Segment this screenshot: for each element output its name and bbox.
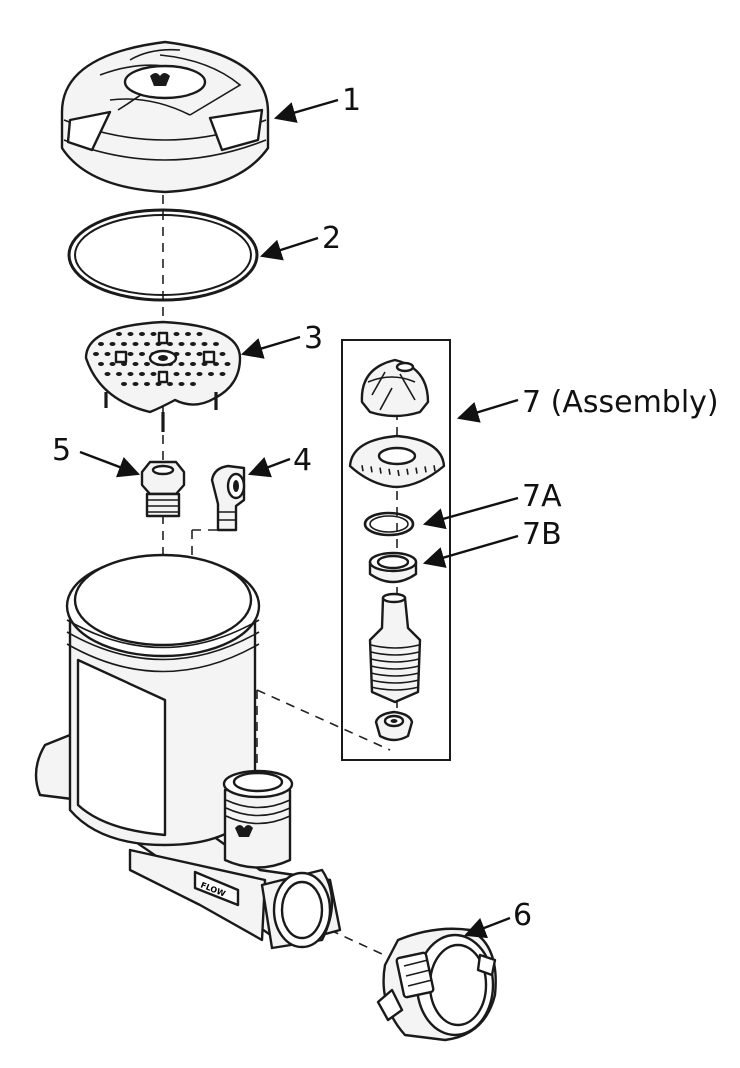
callout-7b: 7B (522, 517, 562, 552)
flow-arrow-plate: FLOW (193, 870, 240, 907)
arrow-5 (79, 450, 141, 478)
arrow-6 (463, 916, 511, 939)
brand-logo-icon (150, 73, 170, 86)
callout-6: 6 (513, 898, 532, 933)
arrow-1 (273, 98, 339, 123)
callout-1: 1 (342, 83, 361, 118)
arrow-7b (422, 534, 519, 568)
part-2-o-ring (67, 208, 259, 302)
brand-logo-icon (235, 825, 253, 837)
part-7-assembly (341, 339, 451, 761)
arrow-7a (422, 496, 519, 530)
part-3-sieve-plate (84, 320, 242, 432)
part-4-elbow-fitting (210, 464, 246, 532)
callout-3: 3 (304, 321, 323, 356)
arrow-3 (240, 335, 301, 359)
feeder-body: FLOW (34, 553, 342, 950)
callout-2: 2 (322, 221, 341, 256)
arrow-4 (247, 457, 291, 478)
part-6-union-nut (376, 927, 497, 1042)
callout-labels: 1 2 3 4 5 6 7 (Assembly) 7A 7B (52, 83, 719, 933)
callout-4: 4 (293, 443, 312, 478)
callout-7a: 7A (522, 479, 562, 514)
callout-5: 5 (52, 433, 71, 468)
arrow-7 (456, 398, 519, 423)
arrow-2 (259, 236, 319, 261)
part-5-nipple-fitting (140, 460, 186, 518)
callout-7: 7 (Assembly) (522, 385, 719, 420)
part-1-lid (60, 40, 270, 194)
callout-arrows (79, 98, 519, 939)
